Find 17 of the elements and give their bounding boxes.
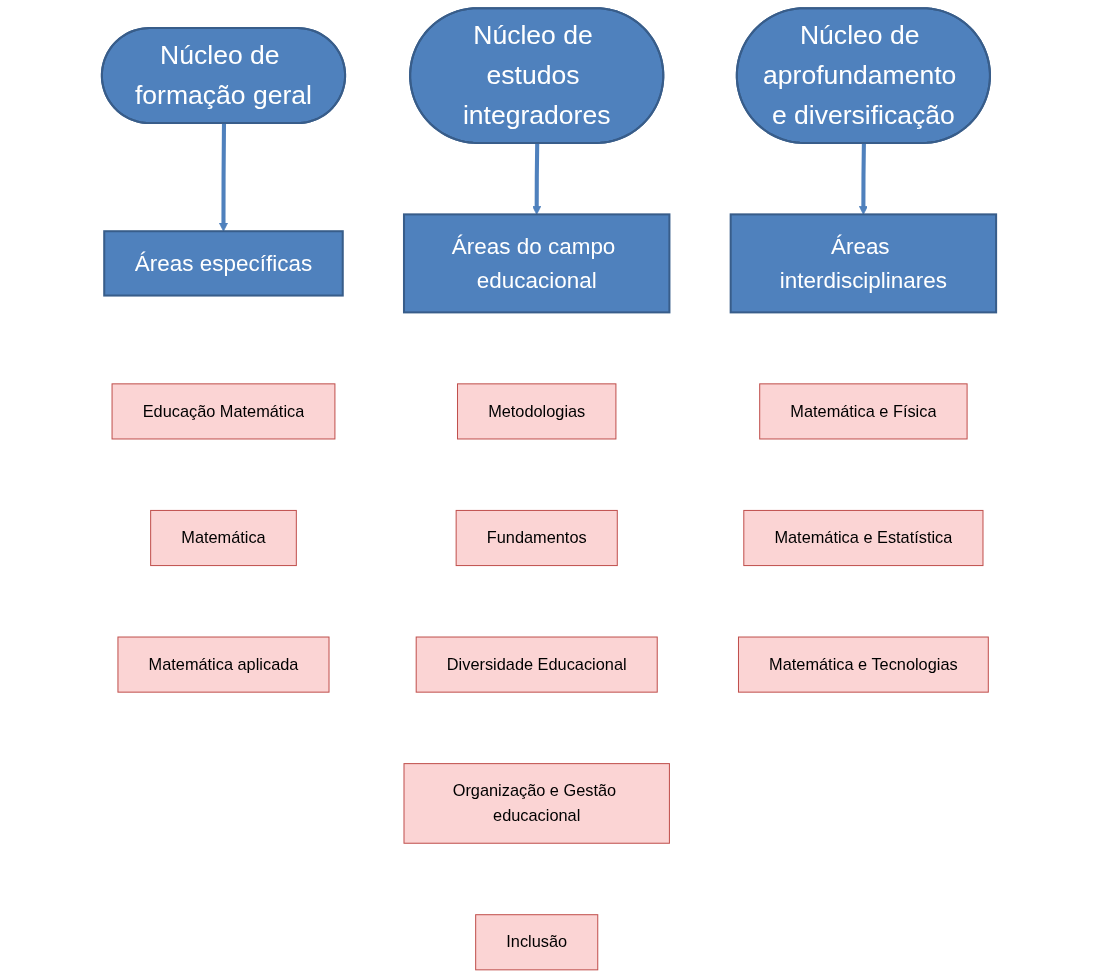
node-box: Matemática	[150, 509, 297, 567]
node-box: Metodologias	[457, 383, 617, 440]
node-box: Áreas do campo educacional	[403, 213, 671, 314]
arrow	[219, 123, 228, 232]
node-box: Áreas interdisciplinares	[729, 213, 998, 314]
node-box: Educação Matemática	[111, 383, 336, 440]
node-box: Inclusão	[475, 914, 599, 971]
node-box: Matemática e Estatística	[743, 509, 984, 567]
arrow	[858, 143, 868, 215]
node-box: Fundamentos	[455, 509, 618, 567]
node-box: Diversidade Educacional	[415, 636, 658, 693]
node-box: Matemática e Física	[759, 383, 968, 440]
node-box: Organização e Gestão educacional	[403, 763, 670, 844]
node-box: Matemática aplicada	[117, 636, 330, 693]
arrow	[532, 143, 542, 215]
node-box: Matemática e Tecnologias	[737, 636, 989, 693]
node-box: Áreas específicas	[103, 230, 344, 297]
